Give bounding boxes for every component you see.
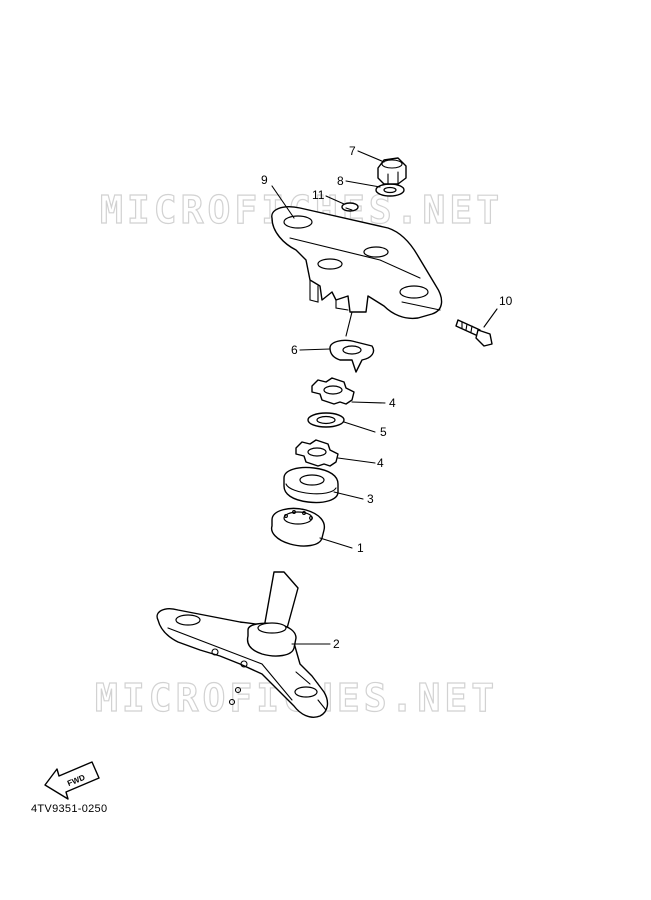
callout-3: 3	[367, 492, 374, 506]
callout-9: 9	[261, 173, 268, 187]
cap-plug	[341, 202, 359, 212]
washer-8	[375, 183, 405, 197]
ring-nut-lower	[295, 439, 339, 467]
washer-5	[307, 412, 345, 428]
callout-6: 6	[291, 343, 298, 357]
callout-11: 11	[312, 188, 325, 202]
leader-lines	[271, 150, 498, 645]
lock-washer	[329, 339, 375, 373]
steering-nut	[377, 157, 407, 185]
pinch-bolt	[455, 319, 493, 347]
callout-4-lower: 4	[377, 456, 384, 470]
reference-code: 4TV9351-0250	[31, 803, 108, 815]
callout-4-upper: 4	[389, 396, 396, 410]
bearing-cover	[283, 466, 339, 504]
upper-bracket	[271, 206, 443, 337]
ring-nut-upper	[311, 377, 355, 405]
lower-bracket	[156, 571, 329, 718]
callout-10: 10	[499, 294, 513, 308]
bearing-upper	[270, 507, 326, 547]
callout-8: 8	[337, 174, 344, 188]
callout-7: 7	[349, 144, 356, 158]
fwd-arrow-icon: FWD	[44, 761, 100, 800]
callout-labels: 1 2 3 4 4 5 6 7 8 9 10 11	[261, 144, 513, 651]
callout-2: 2	[333, 637, 340, 651]
callout-1: 1	[357, 541, 364, 555]
callout-5: 5	[380, 425, 387, 439]
